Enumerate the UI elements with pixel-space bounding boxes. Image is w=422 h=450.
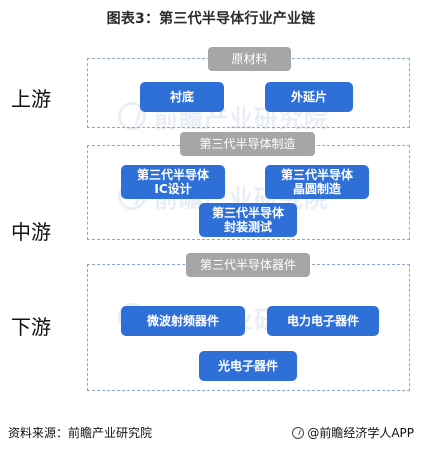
upstream-label: 上游 — [11, 87, 51, 111]
power-device-node-label: 电力电子器件 — [286, 314, 359, 328]
raw-materials-header: 原材料 — [208, 47, 291, 71]
downstream-label: 下游 — [11, 315, 51, 339]
epitaxial-node: 外延片 — [265, 82, 353, 112]
brand-credit-text: @前瞻经济学人APP — [307, 426, 414, 440]
wafer-manufacturing-node-line-1: 第三代半导体 — [280, 168, 353, 182]
source-note: 资料来源：前瞻产业研究院 — [8, 426, 153, 440]
packaging-testing-node-line-2: 封装测试 — [223, 220, 272, 234]
wafer-manufacturing-node: 第三代半导体 晶圆制造 — [265, 165, 369, 199]
midstream-label: 中游 — [11, 220, 51, 244]
rf-device-node: 微波射频器件 — [121, 306, 245, 336]
rf-device-node-label: 微波射频器件 — [146, 314, 219, 328]
brand-logo-icon — [292, 427, 305, 439]
wafer-manufacturing-node-line-2: 晶圆制造 — [292, 182, 341, 196]
diagram-title: 图表3：第三代半导体行业产业链 — [106, 11, 316, 27]
ic-design-node-line-1: 第三代半导体 — [136, 168, 209, 182]
epitaxial-node-label: 外延片 — [290, 90, 327, 104]
optoelectronic-device-node-label: 光电子器件 — [217, 359, 278, 373]
ic-design-node-line-2: IC设计 — [154, 182, 192, 196]
substrate-node: 衬底 — [140, 82, 224, 112]
brand-credit: @前瞻经济学人APP — [292, 425, 414, 441]
packaging-testing-node-line-1: 第三代半导体 — [211, 206, 284, 220]
manufacturing-header: 第三代半导体制造 — [180, 132, 315, 156]
devices-header: 第三代半导体器件 — [186, 253, 310, 277]
ic-design-node: 第三代半导体 IC设计 — [121, 165, 225, 199]
power-device-node: 电力电子器件 — [267, 306, 379, 336]
substrate-node-label: 衬底 — [169, 90, 194, 104]
packaging-testing-node: 第三代半导体 封装测试 — [199, 203, 297, 237]
optoelectronic-device-node: 光电子器件 — [199, 351, 297, 381]
